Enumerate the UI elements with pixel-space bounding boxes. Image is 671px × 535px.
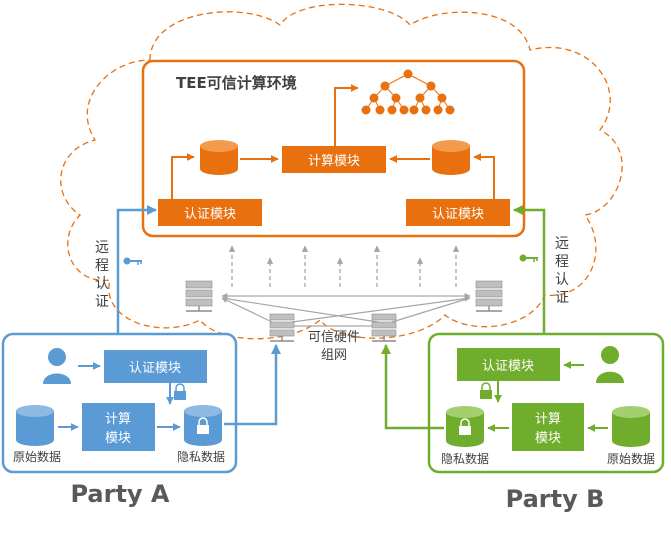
party-a-compute-line1: 计算 xyxy=(105,412,131,427)
party-b-private-database-icon xyxy=(446,406,484,447)
remote-auth-link-a xyxy=(113,205,157,355)
svg-text:认: 认 xyxy=(555,272,569,288)
party-a-raw-label: 原始数据 xyxy=(13,449,61,464)
party-b-raw-database-icon xyxy=(612,406,650,447)
party-a-compute-module[interactable] xyxy=(82,403,155,451)
tee-left-database-icon xyxy=(200,140,238,175)
tee-title: TEE可信计算环境 xyxy=(176,74,297,92)
party-b-private-label: 隐私数据 xyxy=(441,451,489,466)
svg-text:程: 程 xyxy=(555,254,569,270)
tee-auth-right-label: 认证模块 xyxy=(432,207,484,222)
party-a-auth-module[interactable] xyxy=(104,350,207,383)
svg-text:认: 认 xyxy=(95,276,109,292)
party-b-user-icon xyxy=(596,346,624,383)
party-a-private-label: 隐私数据 xyxy=(177,449,225,464)
network-label-line1: 可信硬件 xyxy=(308,330,360,345)
svg-text:远: 远 xyxy=(95,240,109,256)
arrow-a-private-to-network xyxy=(224,344,281,426)
svg-text:证: 证 xyxy=(95,294,109,310)
tee-auth-module-left[interactable] xyxy=(158,199,262,226)
remote-auth-label-left: 远 程 认 证 xyxy=(95,240,109,310)
key-icon-right xyxy=(519,254,538,262)
server-icon-right xyxy=(475,280,503,312)
svg-text:远: 远 xyxy=(555,236,569,252)
party-b-auth-label: 认证模块 xyxy=(482,359,534,374)
party-b-compute-line2: 模块 xyxy=(535,431,561,446)
party-b-compute-line1: 计算 xyxy=(535,412,561,427)
party-b-compute-module[interactable] xyxy=(512,403,584,451)
party-b-name: Party B xyxy=(506,485,605,513)
remote-auth-label-right: 远 程 认 证 xyxy=(555,236,569,306)
server-icon-center-left xyxy=(269,313,295,342)
party-a-raw-database-icon xyxy=(16,405,54,446)
party-a-compute-line2: 模块 xyxy=(105,431,131,446)
party-a-private-database-icon xyxy=(184,405,222,446)
tee-right-database-icon xyxy=(432,140,470,175)
tee-auth-left-label: 认证模块 xyxy=(184,207,236,222)
arrow-right-auth-to-db xyxy=(473,153,495,199)
arrow-b-private-to-network xyxy=(381,344,444,430)
party-a-lock-icon-small xyxy=(174,383,186,400)
remote-auth-link-b xyxy=(513,205,549,353)
party-a-user-icon xyxy=(43,348,71,384)
svg-text:程: 程 xyxy=(95,258,109,274)
network-upward-arrows xyxy=(228,245,460,287)
svg-text:证: 证 xyxy=(555,290,569,306)
party-a-name: Party A xyxy=(70,480,169,508)
server-icon-left xyxy=(185,280,213,312)
server-icon-center-right xyxy=(371,313,397,342)
tee-compute-label: 计算模块 xyxy=(308,154,360,169)
tee-auth-module-right[interactable] xyxy=(406,199,510,226)
party-b-auth-module[interactable] xyxy=(457,348,560,381)
tree-hierarchy-icon xyxy=(361,69,455,115)
key-icon-left xyxy=(123,257,142,265)
network-label-line2: 组网 xyxy=(321,348,347,363)
arrow-compute-to-tree xyxy=(334,84,359,146)
tee-compute-module[interactable] xyxy=(282,146,386,173)
network-mesh-lines xyxy=(221,293,471,327)
party-b-lock-icon-small xyxy=(480,382,492,399)
party-a-auth-label: 认证模块 xyxy=(129,361,181,376)
cloud-outline xyxy=(60,3,623,340)
party-b-raw-label: 原始数据 xyxy=(607,451,655,466)
arrow-left-auth-to-db xyxy=(171,153,195,199)
